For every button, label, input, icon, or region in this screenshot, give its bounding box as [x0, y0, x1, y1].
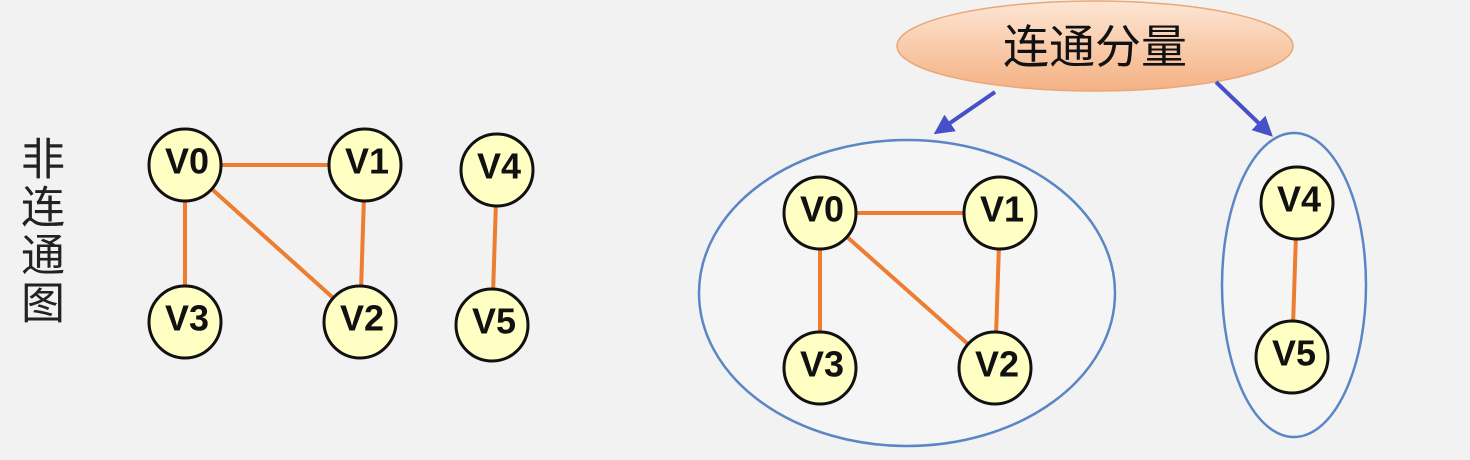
comp1-node-v3: V3 [782, 330, 858, 406]
node-circle [459, 132, 535, 208]
node-circle [782, 175, 858, 251]
node-label: V1 [980, 189, 1024, 230]
node-label: V4 [477, 146, 521, 187]
node-label: V1 [345, 141, 389, 182]
left-node-v1: V1 [327, 127, 403, 203]
left-node-v2: V2 [322, 284, 398, 360]
node-circle [957, 330, 1033, 406]
left-node-v4: V4 [459, 132, 535, 208]
left-node-v5: V5 [454, 287, 530, 363]
side-label: 非连通图 [13, 136, 64, 328]
node-label: V0 [165, 141, 209, 182]
components-title: 连通分量 [1003, 20, 1187, 74]
title-ellipse [896, 0, 1294, 92]
components-title-bubble: 连通分量 [896, 0, 1294, 92]
left-edge-v0-v2 [183, 163, 362, 324]
node-circle [962, 175, 1038, 251]
node-circle [322, 284, 398, 360]
comp1-node-v0: V0 [782, 175, 858, 251]
node-label: V5 [1272, 333, 1316, 374]
node-circle [782, 330, 858, 406]
node-circle [1254, 319, 1330, 395]
arrow-to-component-2 [1214, 80, 1273, 137]
node-circle [147, 284, 223, 360]
node-circle [454, 287, 530, 363]
comp2-node-v4: V4 [1259, 165, 1335, 241]
node-circle [147, 127, 223, 203]
node-label: V3 [800, 344, 844, 385]
node-label: V3 [165, 298, 209, 339]
comp2-node-v5: V5 [1254, 319, 1330, 395]
node-circle [1259, 165, 1335, 241]
comp1-edge-v0-v2 [818, 211, 997, 370]
node-label: V0 [800, 189, 844, 230]
left-node-v3: V3 [147, 284, 223, 360]
component-1-boundary [697, 138, 1117, 448]
node-circle [327, 127, 403, 203]
left-node-v0: V0 [147, 127, 223, 203]
node-label: V2 [340, 298, 384, 339]
node-label: V4 [1277, 179, 1321, 220]
node-label: V2 [975, 344, 1019, 385]
comp1-node-v2: V2 [957, 330, 1033, 406]
comp1-node-v1: V1 [962, 175, 1038, 251]
arrow-to-component-1 [933, 90, 997, 135]
node-label: V5 [472, 301, 516, 342]
